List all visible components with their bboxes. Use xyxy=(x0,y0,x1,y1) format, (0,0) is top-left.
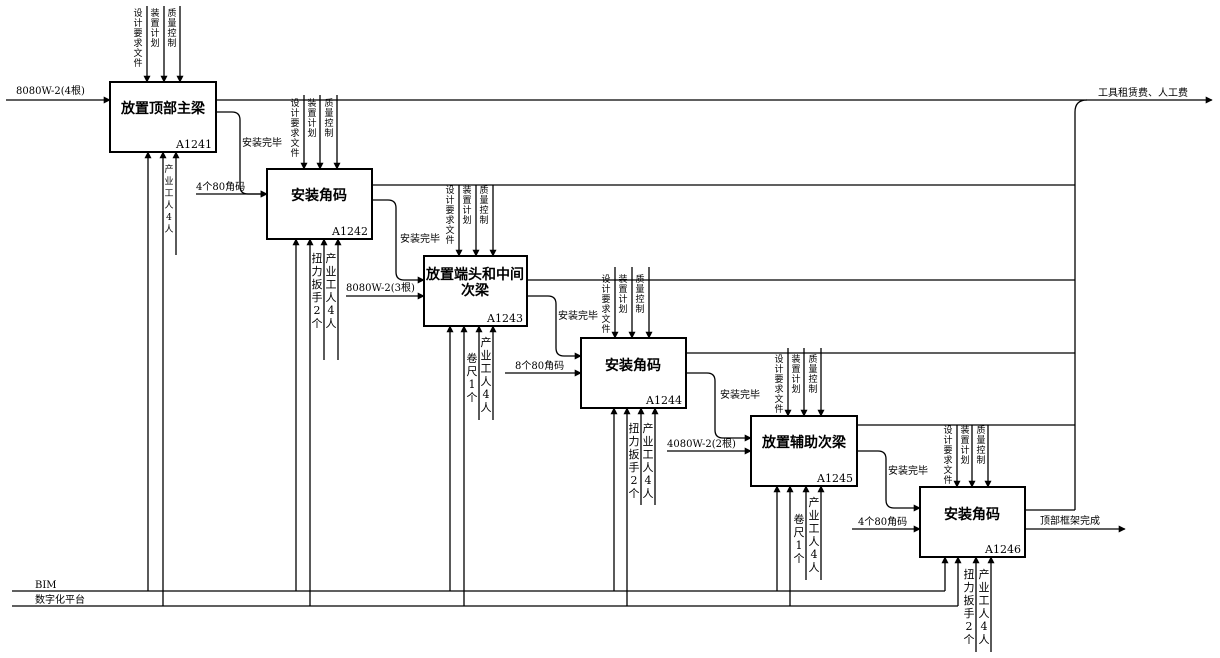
control-plan-a1243: 装置计划 xyxy=(462,184,471,226)
control-design-a1243: 设计要求文件 xyxy=(445,185,454,246)
digital-platform-label: 数字化平台 xyxy=(35,593,85,606)
control-quality-a1242: 质量控制 xyxy=(324,97,333,139)
box-title-a1246: 安装角码 xyxy=(944,506,1000,523)
activity-box-a1241 xyxy=(109,81,217,153)
tools-fee-label: 工具租赁费、人工费 xyxy=(1098,86,1188,99)
box-title-a1241: 放置顶部主梁 xyxy=(120,100,206,117)
link-label-4: 安装完毕 xyxy=(720,388,760,401)
box-id-a1242: A1242 xyxy=(331,225,368,238)
control-quality-a1245: 质量控制 xyxy=(808,353,817,395)
box-title-a1243-line2: 次梁 xyxy=(461,282,490,299)
input-label-a1243: 8080W-2(3根) xyxy=(346,281,415,294)
link-a1243-a1244 xyxy=(527,295,582,360)
box-title-a1242: 安装角码 xyxy=(291,187,347,204)
final-output-label: 顶部框架完成 xyxy=(1040,514,1100,527)
control-quality-a1244: 质量控制 xyxy=(635,273,644,315)
box-title-a1243-line1: 放置端头和中间 xyxy=(425,266,524,283)
control-quality-a1243: 质量控制 xyxy=(479,184,488,226)
link-label-1: 安装完毕 xyxy=(242,136,282,149)
box-title-a1244: 安装角码 xyxy=(605,357,661,374)
control-design-a1242: 设计要求文件 xyxy=(290,98,299,159)
input-label-a1245: 4080W-2(2根) xyxy=(667,437,736,450)
control-plan-a1246: 装置计划 xyxy=(960,424,969,466)
box-id-a1243: A1243 xyxy=(486,312,523,325)
box-id-a1244: A1244 xyxy=(645,394,682,407)
link-label-3: 安装完毕 xyxy=(558,309,598,322)
cost-bus-line xyxy=(1074,99,1088,510)
link-a1245-a1246 xyxy=(857,450,921,512)
input-label-a1244: 8个80角码 xyxy=(515,360,564,372)
input-label-a1246: 4个80角码 xyxy=(858,516,907,528)
bim-label: BIM xyxy=(35,580,57,591)
link-label-5: 安装完毕 xyxy=(888,464,928,477)
link-a1242-a1243 xyxy=(372,199,425,284)
control-plan-a1245: 装置计划 xyxy=(791,353,800,395)
link-a1244-a1245 xyxy=(686,372,752,442)
control-design-a1246: 设计要求文件 xyxy=(943,425,952,486)
box-title-a1245: 放置辅助次梁 xyxy=(761,434,847,451)
box-id-a1241: A1241 xyxy=(175,138,212,151)
box-id-a1246: A1246 xyxy=(984,543,1021,556)
control-plan-a1242: 装置计划 xyxy=(307,97,316,139)
control-quality-a1246: 质量控制 xyxy=(976,424,985,466)
input-label-a1242: 4个80角码 xyxy=(196,181,245,193)
box-id-a1245: A1245 xyxy=(816,472,853,485)
control-design-a1241: 设计要求文件 xyxy=(133,8,142,69)
control-design-a1244: 设计要求文件 xyxy=(601,274,610,335)
control-design-a1245: 设计要求文件 xyxy=(774,354,783,415)
activity-box-a1245 xyxy=(750,415,858,487)
control-plan-a1241: 装置计划 xyxy=(150,7,159,49)
link-label-2: 安装完毕 xyxy=(400,232,440,245)
activity-box-a1242 xyxy=(266,168,373,240)
control-quality-a1241: 质量控制 xyxy=(167,7,176,49)
input-label-a1241: 8080W-2(4根) xyxy=(16,84,85,97)
control-plan-a1244: 装置计划 xyxy=(618,273,627,315)
